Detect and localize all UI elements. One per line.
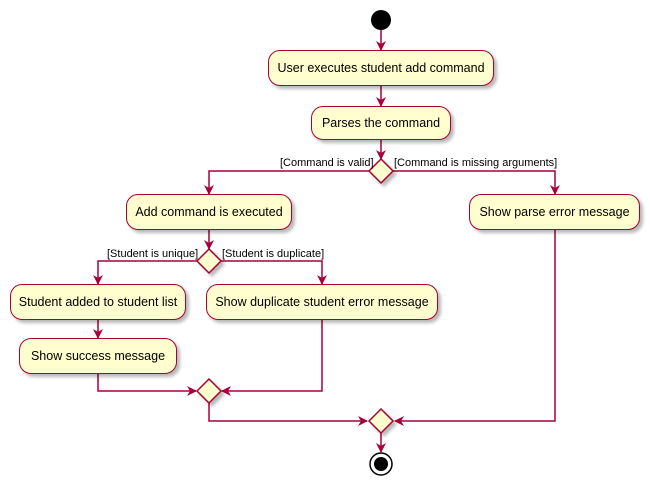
guard-missing-arguments: [Command is missing arguments]	[394, 157, 558, 169]
edge-missing-args-branch	[393, 170, 560, 195]
guard-student-unique: [Student is unique]	[107, 248, 199, 260]
edge-duplicate-branch	[220, 260, 327, 285]
decision-student-unique	[195, 247, 223, 275]
edge-unique-branch	[93, 260, 198, 285]
edge-duplicate-to-merge	[221, 320, 323, 396]
action-parse-error: Show parse error message	[469, 194, 640, 230]
edge-success-to-merge	[97, 374, 197, 396]
edge-merge-to-final-merge	[208, 403, 368, 426]
decision-command-valid	[367, 157, 395, 185]
start-node	[371, 10, 391, 30]
merge-node-student	[195, 377, 223, 405]
end-node	[374, 457, 388, 471]
action-add-executed: Add command is executed	[126, 194, 292, 230]
merge-node-final	[367, 407, 395, 435]
edge-parse-error-to-final-merge	[394, 230, 556, 426]
guard-student-duplicate: [Student is duplicate]	[222, 248, 325, 260]
end-node-ring	[369, 452, 393, 476]
action-student-added: Student added to student list	[10, 284, 186, 320]
guard-command-valid: [Command is valid]	[280, 157, 374, 169]
action-success-message: Show success message	[19, 338, 177, 374]
action-parses-command: Parses the command	[311, 106, 451, 140]
action-duplicate-error: Show duplicate student error message	[206, 284, 438, 320]
action-user-executes: User executes student add command	[268, 50, 494, 86]
edge-valid-branch	[204, 170, 369, 195]
